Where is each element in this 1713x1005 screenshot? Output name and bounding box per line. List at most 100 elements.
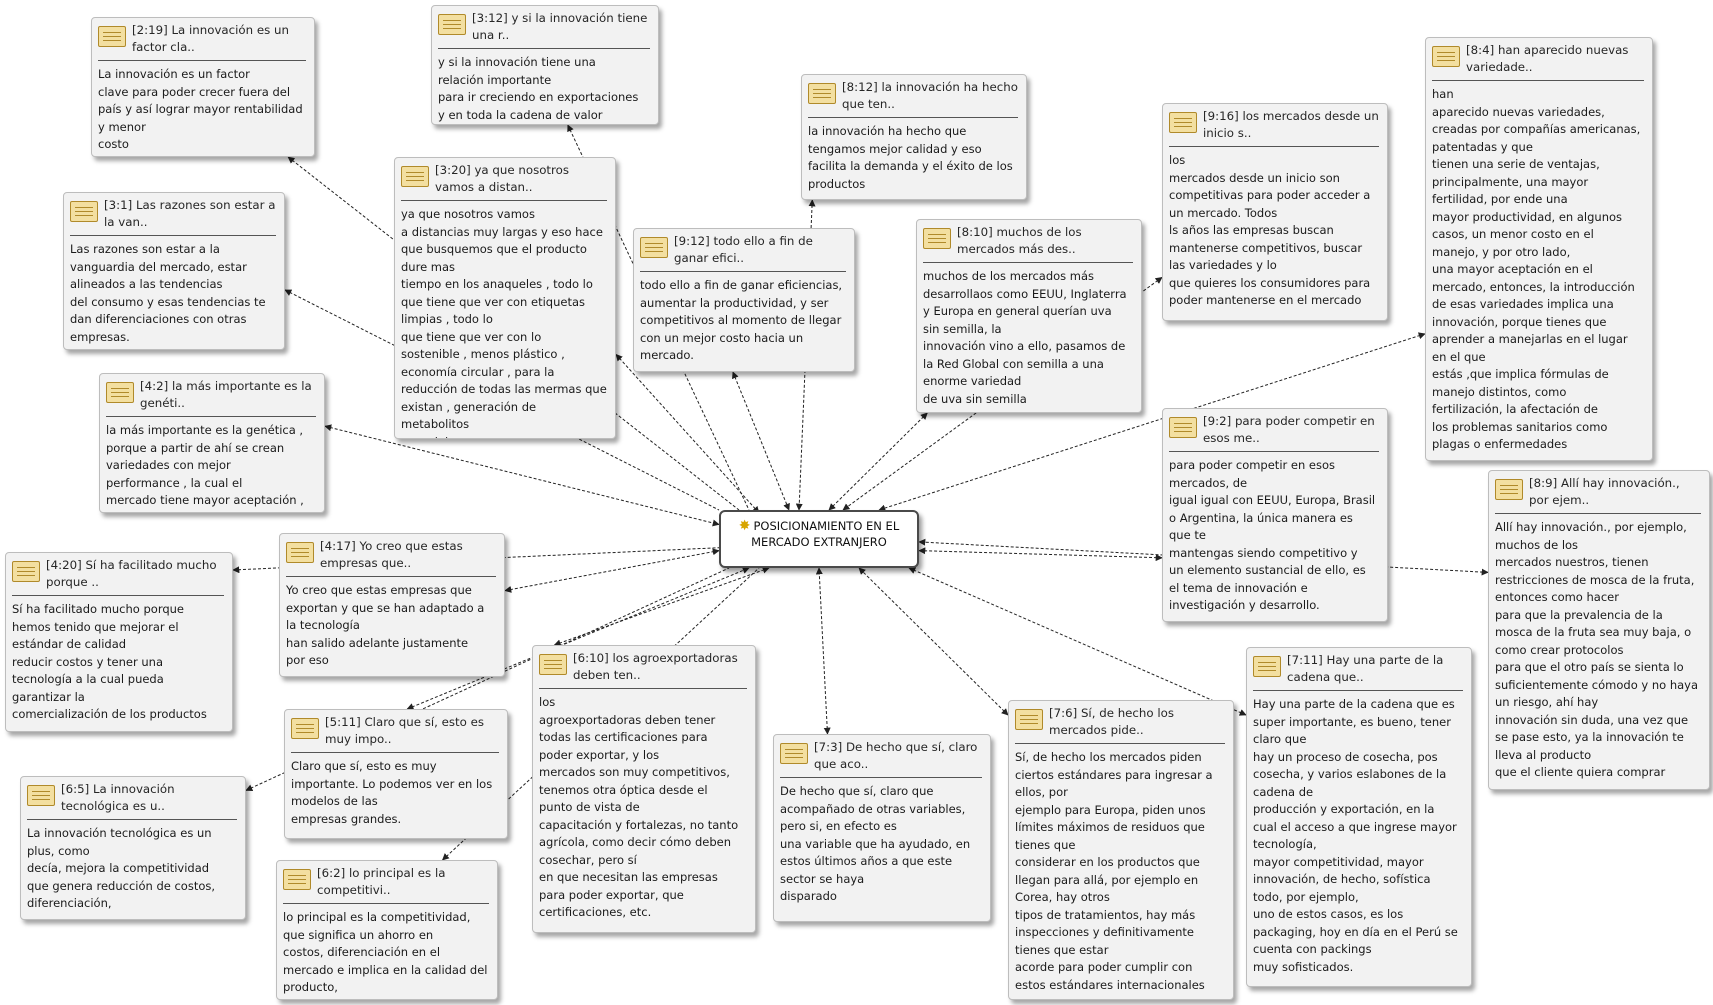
memo-icon xyxy=(1169,112,1197,133)
memo-icon xyxy=(283,869,311,890)
link-arrow xyxy=(324,424,720,527)
divider xyxy=(539,688,747,689)
quote-node[interactable]: [8:12] la innovación ha hecho que ten.. … xyxy=(801,74,1027,200)
quote-title: [4:2] la más importante es la genéti.. xyxy=(140,379,312,410)
quote-node[interactable]: [7:6] Sí, de hecho los mercados pide.. S… xyxy=(1008,700,1234,1000)
quote-text: la más importante es la genética , porqu… xyxy=(106,423,304,507)
quote-title: [8:9] Allí hay innovación., por ejem.. xyxy=(1529,476,1680,507)
quote-text: Sí, de hecho los mercados piden ciertos … xyxy=(1015,750,1213,992)
quote-node[interactable]: [3:20] ya que nosotros vamos a distan.. … xyxy=(394,157,616,439)
quote-text: para poder competir en esos mercados, de… xyxy=(1169,458,1376,612)
memo-icon xyxy=(1015,709,1043,730)
quote-node[interactable]: [2:19] La innovación es un factor cla.. … xyxy=(91,17,315,157)
memo-icon xyxy=(1169,417,1197,438)
quote-title: [6:5] La innovación tecnológica es u.. xyxy=(61,782,175,813)
star-icon: ✸ xyxy=(738,518,751,534)
quote-node[interactable]: [9:2] para poder competir en esos me.. p… xyxy=(1162,408,1388,622)
memo-icon xyxy=(27,785,55,806)
quote-node[interactable]: [9:12] todo ello a fin de ganar efici.. … xyxy=(633,228,855,372)
quote-node[interactable]: [7:3] De hecho que sí, claro que aco.. D… xyxy=(773,734,991,922)
quote-text: Hay una parte de la cadena que es super … xyxy=(1253,697,1458,974)
quote-text: Claro que sí, esto es muy importante. Lo… xyxy=(291,759,493,826)
quote-node[interactable]: [9:16] los mercados desde un inicio s.. … xyxy=(1162,103,1388,321)
memo-icon xyxy=(438,14,466,35)
quote-node[interactable]: [3:1] Las razones son estar a la van.. L… xyxy=(63,192,285,350)
divider xyxy=(291,752,499,753)
quote-title: [6:2] lo principal es la competitivi.. xyxy=(317,866,446,897)
link-arrow xyxy=(858,567,1009,716)
link-arrow xyxy=(553,566,770,647)
quote-node[interactable]: [4:2] la más importante es la genéti.. l… xyxy=(99,373,325,513)
quote-title: [3:1] Las razones son estar a la van.. xyxy=(104,198,276,229)
quote-title: [7:3] De hecho que sí, claro que aco.. xyxy=(814,740,978,771)
quote-title: [6:10] los agroexportadoras deben ten.. xyxy=(573,651,738,682)
quote-title: [4:17] Yo creo que estas empresas que.. xyxy=(320,539,463,570)
link-arrow xyxy=(828,412,928,511)
link-arrow xyxy=(504,548,720,593)
quote-node[interactable]: [4:17] Yo creo que estas empresas que.. … xyxy=(279,533,505,677)
divider xyxy=(438,48,650,49)
memo-icon xyxy=(1253,656,1281,677)
quote-node[interactable]: [8:10] muchos de los mercados más des.. … xyxy=(916,219,1142,413)
divider xyxy=(401,200,607,201)
quote-node[interactable]: [3:12] y si la innovación tiene una r.. … xyxy=(431,5,659,125)
memo-icon xyxy=(98,26,126,47)
quote-text: lo principal es la competitividad, que s… xyxy=(283,910,488,994)
divider xyxy=(106,416,316,417)
divider xyxy=(1169,451,1379,452)
quote-title: [5:11] Claro que sí, esto es muy impo.. xyxy=(325,715,485,746)
divider xyxy=(283,903,489,904)
quote-title: [9:16] los mercados desde un inicio s.. xyxy=(1203,109,1379,140)
divider xyxy=(780,777,982,778)
quote-text: Las razones son estar a la vanguardia de… xyxy=(70,242,266,344)
quote-text: y si la innovación tiene una relación im… xyxy=(438,55,639,122)
divider xyxy=(27,819,237,820)
divider xyxy=(286,576,496,577)
memo-icon xyxy=(808,83,836,104)
quote-text: La innovación es un factor clave para po… xyxy=(98,67,303,151)
memo-icon xyxy=(640,237,668,258)
divider xyxy=(808,117,1018,118)
divider xyxy=(1253,690,1463,691)
quote-title: [2:19] La innovación es un factor cla.. xyxy=(132,23,289,54)
divider xyxy=(1432,80,1644,81)
memo-icon xyxy=(106,382,134,403)
memo-icon xyxy=(1495,479,1523,500)
divider xyxy=(98,60,306,61)
memo-icon xyxy=(923,228,951,249)
quote-node[interactable]: [8:9] Allí hay innovación., por ejem.. A… xyxy=(1488,470,1710,790)
quote-text: todo ello a fin de ganar eficiencias, au… xyxy=(640,278,843,362)
quote-title: [3:12] y si la innovación tiene una r.. xyxy=(472,11,648,42)
quote-node[interactable]: [8:4] han aparecido nuevas variedade.. h… xyxy=(1425,37,1653,461)
quote-title: [7:6] Sí, de hecho los mercados pide.. xyxy=(1049,706,1175,737)
divider xyxy=(923,262,1133,263)
quote-title: [8:4] han aparecido nuevas variedade.. xyxy=(1466,43,1629,74)
quote-title: [8:12] la innovación ha hecho que ten.. xyxy=(842,80,1018,111)
divider xyxy=(12,595,224,596)
central-code-node[interactable]: ✸POSICIONAMIENTO EN EL MERCADO EXTRANJER… xyxy=(719,510,919,568)
quote-node[interactable]: [6:5] La innovación tecnológica es u.. L… xyxy=(20,776,246,920)
link-arrow xyxy=(615,353,760,514)
quote-title: [3:20] ya que nosotros vamos a distan.. xyxy=(435,163,570,194)
quote-node[interactable]: [4:20] Sí ha facilitado mucho porque .. … xyxy=(5,552,233,732)
quote-node[interactable]: [6:2] lo principal es la competitivi.. l… xyxy=(276,860,498,1000)
memo-icon xyxy=(70,201,98,222)
quote-title: [9:12] todo ello a fin de ganar efici.. xyxy=(674,234,813,265)
quote-node[interactable]: [7:11] Hay una parte de la cadena que.. … xyxy=(1246,647,1472,987)
memo-icon xyxy=(1432,46,1460,67)
divider xyxy=(640,271,846,272)
quote-title: [4:20] Sí ha facilitado mucho porque .. xyxy=(46,558,217,589)
quote-node[interactable]: [5:11] Claro que sí, esto es muy impo.. … xyxy=(284,709,508,839)
quote-text: ya que nosotros vamos a distancias muy l… xyxy=(401,207,607,438)
quote-text: han aparecido nuevas variedades, creadas… xyxy=(1432,87,1641,451)
quote-text: La innovación tecnológica es un plus, co… xyxy=(27,826,216,910)
memo-icon xyxy=(291,718,319,739)
quote-text: De hecho que sí, claro que acompañado de… xyxy=(780,784,971,903)
quote-text: Allí hay innovación., por ejemplo, mucho… xyxy=(1495,520,1699,779)
quote-title: [8:10] muchos de los mercados más des.. xyxy=(957,225,1082,256)
link-arrow xyxy=(918,547,1163,562)
quote-text: los mercados desde un inicio son competi… xyxy=(1169,153,1371,307)
quote-node[interactable]: [6:10] los agroexportadoras deben ten.. … xyxy=(532,645,756,933)
quote-text: muchos de los mercados más desarrollaos … xyxy=(923,269,1127,406)
